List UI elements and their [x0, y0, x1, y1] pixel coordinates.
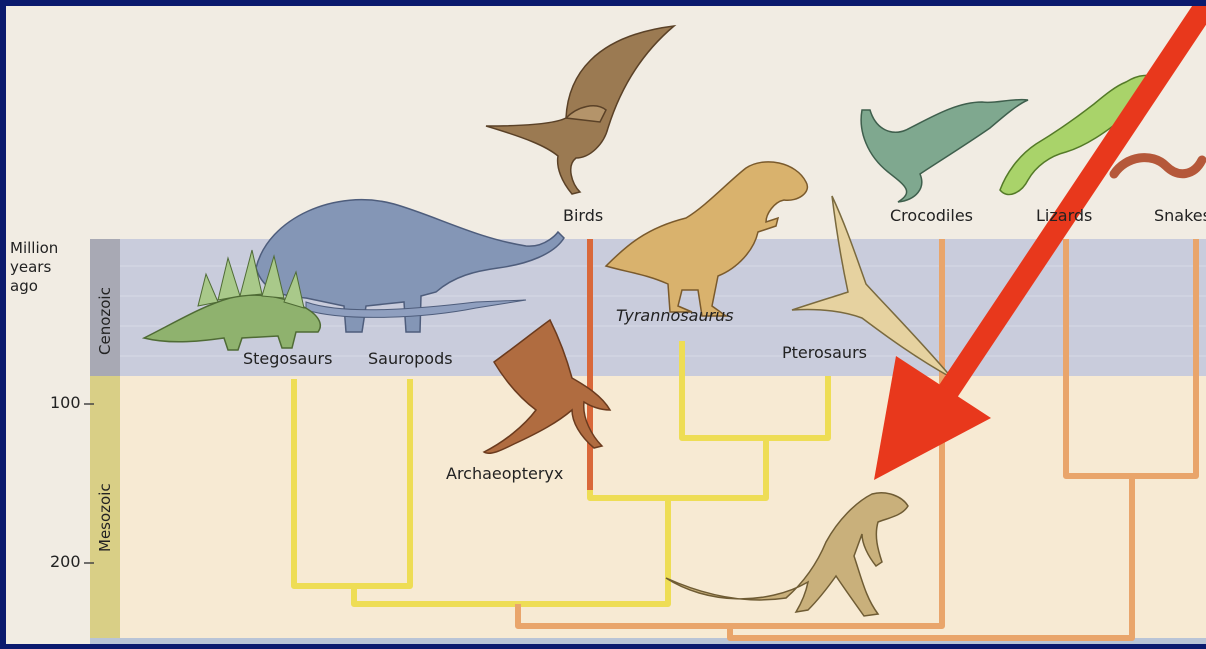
label-snakes: Snakes — [1154, 206, 1206, 225]
label-archaeopteryx: Archaeopteryx — [446, 464, 563, 483]
phylogeny-figure: Million years ago 100 200 Cenozoic Mesoz… — [6, 6, 1206, 644]
axis-title-line-3: ago — [10, 277, 58, 296]
label-birds: Birds — [563, 206, 603, 225]
diagram-canvas — [6, 6, 1206, 644]
tick-label-100: 100 — [50, 393, 81, 412]
tick-label-200: 200 — [50, 552, 81, 571]
axis-title-line-1: Million — [10, 239, 58, 258]
label-stegosaurs: Stegosaurs — [243, 349, 332, 368]
label-crocodiles: Crocodiles — [890, 206, 973, 225]
label-sauropods: Sauropods — [368, 349, 453, 368]
label-pterosaurs: Pterosaurs — [782, 343, 867, 362]
label-tyrannosaurus: Tyrannosaurus — [616, 306, 734, 325]
label-lizards: Lizards — [1036, 206, 1092, 225]
axis-title-line-2: years — [10, 258, 58, 277]
era-label-mesozoic: Mesozoic — [96, 483, 114, 552]
axis-title: Million years ago — [10, 239, 58, 296]
snake-illustration — [1114, 158, 1202, 174]
era-label-cenozoic: Cenozoic — [96, 287, 114, 355]
bird-illustration — [486, 26, 674, 194]
